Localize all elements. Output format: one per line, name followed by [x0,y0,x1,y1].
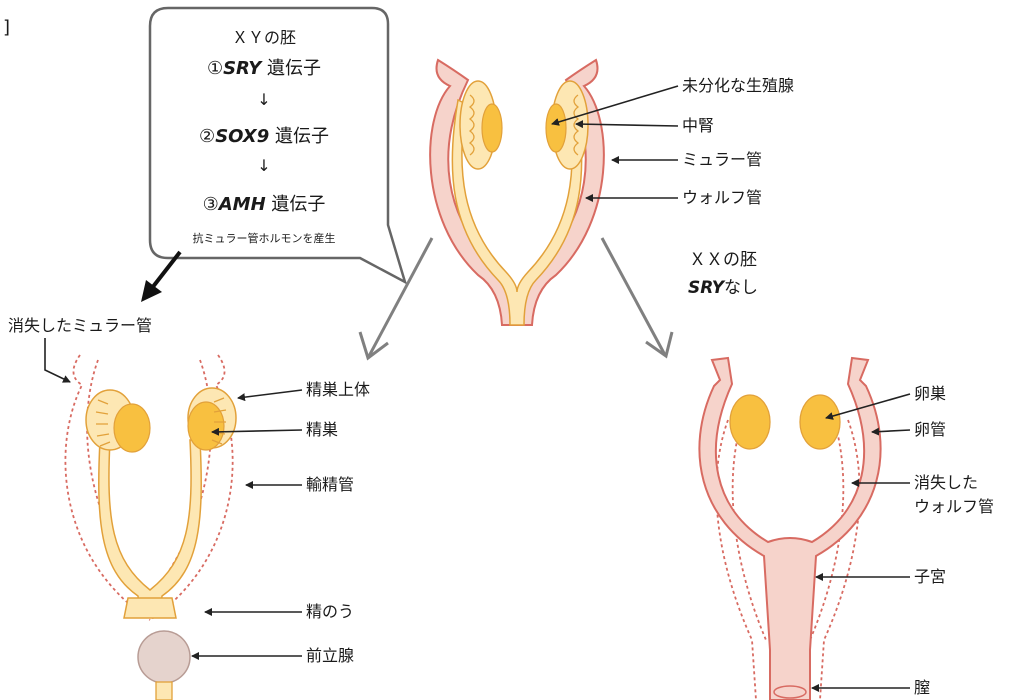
label-prostate: 前立腺 [306,646,354,666]
uterus-oviducts [699,358,880,700]
bubble-step-1: ①SRY 遺伝子 [150,54,378,80]
label-seminal-vesicle: 精のう [306,602,354,622]
gonad-right [546,104,566,152]
label-epididymis: 精巣上体 [306,380,370,400]
label-vanished-muller-duct: 消失したミュラー管 [8,316,152,336]
xx-embryo-label: ＸＸの胚 [668,248,778,272]
bubble-arrow-1: ↓ [150,90,378,109]
label-muller-duct: ミュラー管 [682,150,762,170]
vaginal-opening [774,686,806,698]
ovary-left [730,395,770,449]
testis-left [114,404,150,452]
undifferentiated-embryo [430,60,604,325]
prostate-shape [138,631,190,683]
label-vanished-wolff-line1: 消失した [914,473,978,493]
female-reproductive-tract [699,358,880,700]
male-reproductive-tract [65,355,236,700]
label-oviduct: 卵管 [914,420,946,440]
bubble-step-2: ②SOX9 遺伝子 [150,122,378,148]
bubble-xy-embryo: ＸＹの胚 [150,24,378,48]
seminal-vesicle [124,598,176,618]
label-uterus: 子宮 [914,567,946,587]
bubble-step-3: ③AMH 遺伝子 [150,190,378,216]
label-vas-deferens: 輸精管 [306,475,354,495]
label-vanished-wolff-line2: ウォルフ管 [914,497,994,517]
label-ovary: 卵巣 [914,384,946,404]
gonad-left [482,104,502,152]
bubble-arrow-2: ↓ [150,156,378,175]
label-vagina: 膣 [914,678,930,698]
vas-deferens-pair [99,440,201,610]
ovary-right [800,395,840,449]
xx-no-sry-label: SRYなし [668,276,778,300]
label-wolff-duct: ウォルフ管 [682,188,762,208]
label-undifferentiated-gonad: 未分化な生殖腺 [682,76,794,96]
bubble-amh-note: 抗ミュラー管ホルモンを産生 [150,230,378,246]
bubble-pointer-arrow [141,252,180,302]
label-testis: 精巣 [306,420,338,440]
label-mesonephros: 中腎 [682,116,714,136]
